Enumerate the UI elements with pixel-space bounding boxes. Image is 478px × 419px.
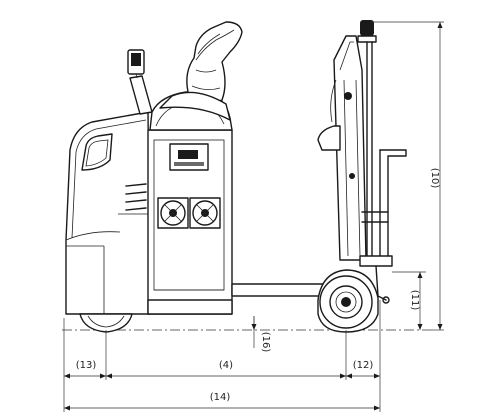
dimension-lines [63, 21, 444, 412]
label-12: (12) [353, 360, 374, 371]
front-mast [317, 20, 407, 304]
label-14: (14) [210, 392, 231, 403]
front-wheel [317, 269, 379, 333]
central-cabinet [147, 91, 233, 315]
label-11: (11) [409, 290, 420, 311]
rear-wheel [79, 313, 133, 333]
label-16: (16) [260, 332, 271, 353]
label-4: (4) [219, 360, 233, 371]
cooling-fan-right [189, 197, 221, 229]
dimension-labels: (13) (4) (12) (14) (16) (10) (11) [74, 164, 440, 403]
label-10: (10) [429, 168, 440, 189]
operator-seat [159, 21, 243, 121]
rear-body [65, 111, 151, 315]
label-13: (13) [76, 360, 97, 371]
cooling-fan-left [157, 197, 189, 229]
chassis-frame [147, 283, 343, 315]
display-column [127, 49, 153, 115]
